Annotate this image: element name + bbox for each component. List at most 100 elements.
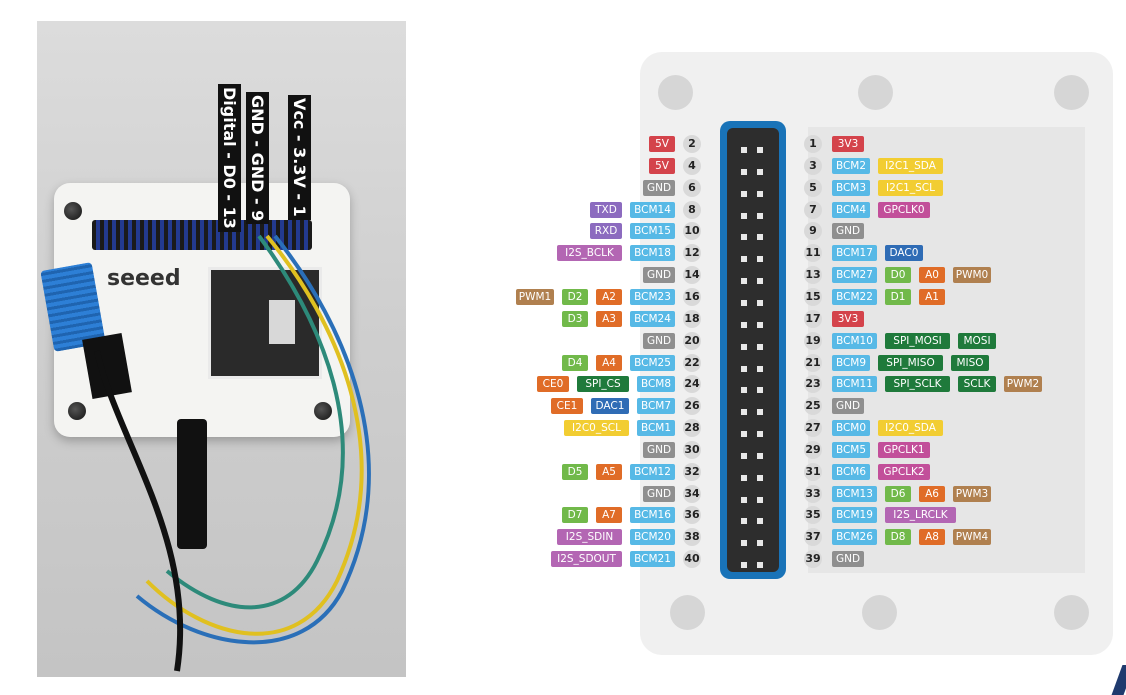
pin-function-label: BCM10 [832, 333, 877, 349]
pin-function-label: I2S_BCLK [557, 245, 622, 261]
pin-function-label: D2 [562, 289, 588, 305]
pin-function-label: TXD [590, 202, 622, 218]
gpio-connector [720, 121, 786, 579]
pin-function-label: GPCLK2 [878, 464, 930, 480]
pin-number: 13 [804, 266, 822, 284]
pin-function-label: BCM13 [832, 486, 877, 502]
pin-function-label: I2S_SDOUT [551, 551, 622, 567]
pin-function-label: D0 [885, 267, 911, 283]
pin-dot-icon [741, 322, 747, 328]
pin-number: 17 [804, 310, 822, 328]
pin-dot-icon [757, 234, 763, 240]
pin-function-label: D5 [562, 464, 588, 480]
pin-number: 5 [804, 179, 822, 197]
pin-function-label: BCM25 [630, 355, 675, 371]
pin-function-label: A2 [596, 289, 622, 305]
pin-function-label: SCLK [958, 376, 996, 392]
pin-function-label: BCM12 [630, 464, 675, 480]
pin-function-label: D7 [562, 507, 588, 523]
pin-function-label: GND [643, 486, 675, 502]
pin-number: 33 [804, 485, 822, 503]
pin-number: 3 [804, 157, 822, 175]
pin-function-label: BCM1 [637, 420, 675, 436]
pin-function-label: SPI_SCLK [885, 376, 950, 392]
label-digital-pin: Digital - D0 - 13 [218, 84, 241, 232]
pin-function-label: BCM4 [832, 202, 870, 218]
pin-function-label: BCM22 [832, 289, 877, 305]
pin-function-label: PWM4 [953, 529, 991, 545]
pin-function-label: I2C1_SCL [878, 180, 943, 196]
pin-dot-icon [757, 213, 763, 219]
pin-number: 2 [683, 135, 701, 153]
pin-dot-icon [757, 366, 763, 372]
pin-function-label: BCM18 [630, 245, 675, 261]
pin-dot-icon [741, 562, 747, 568]
pin-dot-icon [757, 475, 763, 481]
pin-dot-icon [757, 409, 763, 415]
mount-hole-icon [862, 595, 897, 630]
pin-dot-icon [757, 300, 763, 306]
pin-dot-icon [741, 518, 747, 524]
pin-function-label: CE1 [551, 398, 583, 414]
pin-dot-icon [741, 453, 747, 459]
pin-number: 8 [683, 201, 701, 219]
pin-dot-icon [757, 497, 763, 503]
pin-function-label: GND [832, 223, 864, 239]
pin-function-label: PWM2 [1004, 376, 1042, 392]
pin-function-label: BCM26 [832, 529, 877, 545]
pin-function-label: BCM21 [630, 551, 675, 567]
pin-function-label: BCM23 [630, 289, 675, 305]
pin-dot-icon [757, 191, 763, 197]
pin-function-label: 5V [649, 158, 675, 174]
pin-function-label: A8 [919, 529, 945, 545]
pin-function-label: BCM2 [832, 158, 870, 174]
pin-number: 30 [683, 441, 701, 459]
pin-dot-icon [741, 278, 747, 284]
pin-number: 20 [683, 332, 701, 350]
pin-dot-icon [757, 453, 763, 459]
pin-function-label: PWM1 [516, 289, 554, 305]
pin-number: 1 [804, 135, 822, 153]
pin-dot-icon [741, 147, 747, 153]
pin-function-label: GND [643, 442, 675, 458]
mount-hole-icon [658, 75, 693, 110]
pin-function-label: D1 [885, 289, 911, 305]
pin-dot-icon [757, 518, 763, 524]
pin-function-label: A6 [919, 486, 945, 502]
wiring-photo: seeed Digital - D0 - 13 GND - GND - 9 Vc… [37, 21, 406, 677]
pin-number: 16 [683, 288, 701, 306]
pin-function-label: I2C0_SDA [878, 420, 943, 436]
pin-dot-icon [741, 387, 747, 393]
pin-dot-icon [741, 366, 747, 372]
pin-function-label: D4 [562, 355, 588, 371]
pin-function-label: 5V [649, 136, 675, 152]
pin-dot-icon [757, 322, 763, 328]
label-vcc-pin: Vcc - 3.3V - 1 [288, 95, 311, 220]
pin-dot-icon [741, 191, 747, 197]
label-gnd-pin: GND - GND - 9 [246, 92, 269, 224]
pin-number: 28 [683, 419, 701, 437]
pin-function-label: GND [643, 267, 675, 283]
pin-function-label: SPI_CS [577, 376, 629, 392]
pin-function-label: SPI_MISO [878, 355, 943, 371]
pin-dot-icon [757, 431, 763, 437]
pin-dot-icon [757, 169, 763, 175]
pin-function-label: BCM27 [832, 267, 877, 283]
pin-function-label: A0 [919, 267, 945, 283]
pin-function-label: PWM3 [953, 486, 991, 502]
pin-number: 14 [683, 266, 701, 284]
pin-dot-icon [741, 234, 747, 240]
pin-function-label: A7 [596, 507, 622, 523]
pin-function-label: I2C0_SCL [564, 420, 629, 436]
pin-function-label: BCM9 [832, 355, 870, 371]
pin-number: 18 [683, 310, 701, 328]
pin-dot-icon [757, 147, 763, 153]
pin-dot-icon [757, 562, 763, 568]
pin-function-label: BCM24 [630, 311, 675, 327]
pin-number: 4 [683, 157, 701, 175]
pin-function-label: I2S_SDIN [557, 529, 622, 545]
pin-dot-icon [741, 431, 747, 437]
pin-dot-icon [741, 213, 747, 219]
corner-mark [1112, 665, 1126, 695]
pin-function-label: BCM8 [637, 376, 675, 392]
